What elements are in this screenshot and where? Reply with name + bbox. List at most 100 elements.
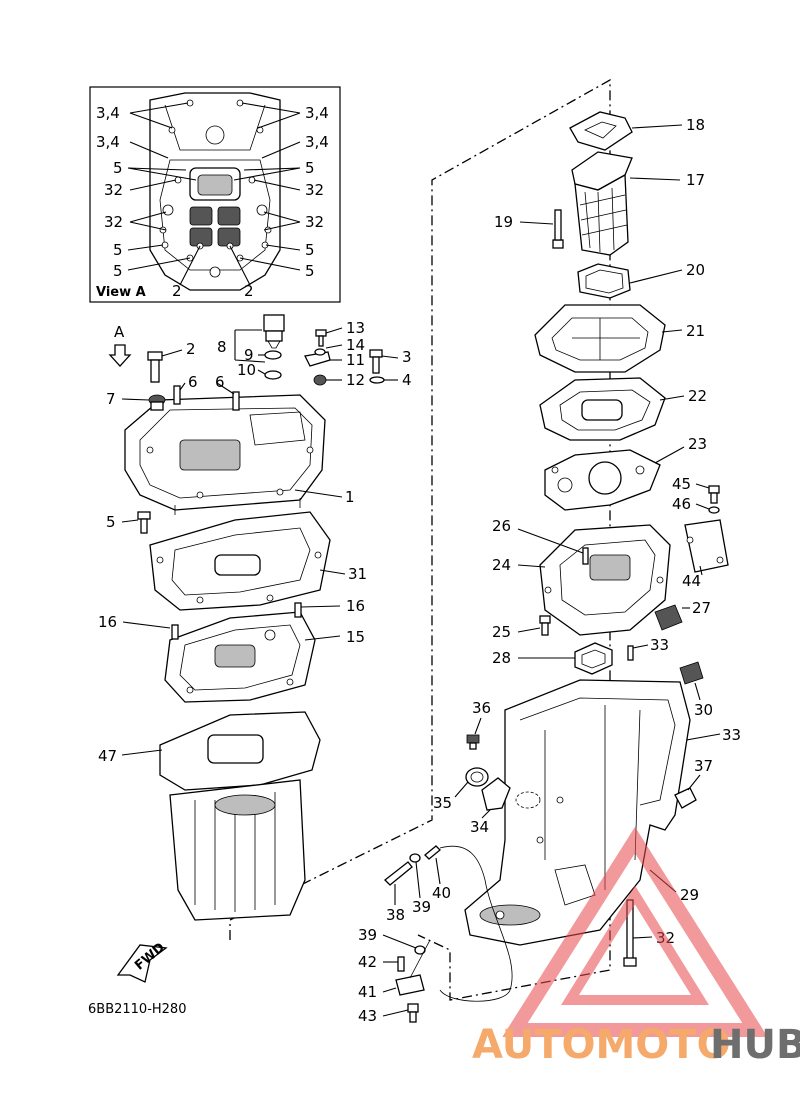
dowel-pin-part-6-right [232, 391, 240, 411]
view-callout-32-left-lower: 32 [104, 213, 123, 231]
bolt-part-43 [407, 1003, 419, 1023]
callout-16-right: 16 [346, 597, 365, 615]
oil-pan-top-part-24 [539, 524, 671, 636]
gasket-part-18 [569, 111, 633, 151]
callout-30: 30 [694, 701, 713, 719]
bolt-part-3 [369, 349, 383, 374]
fwd-label: FWD [132, 940, 168, 973]
seal-part-20 [577, 263, 631, 299]
view-arrow-label: A [114, 323, 125, 341]
callout-6-left: 6 [188, 373, 198, 391]
callout-19: 19 [494, 213, 513, 231]
callout-43: 43 [358, 1007, 377, 1025]
plug-part-7 [148, 394, 166, 411]
callout-11: 11 [346, 351, 365, 369]
view-callout-3-4-upper-left: 3,4 [96, 104, 120, 122]
view-callout-2-right: 2 [244, 282, 254, 300]
callout-20: 20 [686, 261, 705, 279]
o-ring-part-10 [264, 370, 282, 380]
clamp-part-39-upper [409, 853, 421, 863]
callout-31: 31 [348, 565, 367, 583]
bolt-part-45 [708, 485, 720, 504]
view-callout-5-right-upper: 5 [305, 159, 315, 177]
callout-17: 17 [686, 171, 705, 189]
callout-13: 13 [346, 319, 365, 337]
watermark-text-hub: HUB [710, 1022, 800, 1068]
bolt-part-13 [315, 329, 327, 347]
exhaust-guide-part-15 [164, 611, 316, 703]
callout-7: 7 [106, 390, 116, 408]
callout-33-lower: 33 [722, 726, 741, 744]
upper-case-part-29 [464, 679, 691, 946]
callout-29: 29 [680, 886, 699, 904]
damper-part-27 [654, 604, 683, 631]
callout-8: 8 [217, 338, 227, 356]
dowel-pin-part-6-left [173, 385, 181, 405]
dowel-pin-part-33-upper [627, 645, 634, 661]
watermark-text: AUTOMOTO HUB [472, 1022, 800, 1068]
callout-6-right: 6 [215, 373, 225, 391]
fwd-direction-arrow: FWD [116, 940, 168, 983]
dowel-pin-part-26 [582, 547, 589, 565]
watermark-logo [502, 826, 768, 1037]
view-callout-3-4-right: 3,4 [305, 133, 329, 151]
view-callout-32-right-lower: 32 [305, 213, 324, 231]
callout-14: 14 [346, 336, 365, 354]
sender-part-8 [263, 314, 285, 349]
bolt-part-42 [397, 956, 405, 972]
callout-9: 9 [244, 346, 254, 364]
seal-ring-part-28 [574, 642, 613, 675]
callout-40: 40 [432, 884, 451, 902]
washer-part-4 [369, 376, 385, 384]
washer-part-46 [708, 506, 720, 514]
bolt-part-36 [466, 734, 480, 750]
gasket-plate-part-23 [544, 449, 661, 511]
callout-44: 44 [682, 572, 701, 590]
callout-34: 34 [470, 818, 489, 836]
view-callout-5-right-mid: 5 [305, 241, 315, 259]
bolt-part-2 [147, 351, 163, 383]
dowel-pin-part-16-right [294, 602, 302, 618]
callout-10: 10 [237, 361, 256, 379]
callout-33-upper: 33 [650, 636, 669, 654]
bolt-part-19 [552, 209, 564, 249]
callout-38: 38 [386, 906, 405, 924]
callout-16-left: 16 [98, 613, 117, 631]
callout-37: 37 [694, 757, 713, 775]
gasket-part-31 [149, 511, 331, 611]
view-a-inset: 3,4 3,4 5 32 32 5 5 2 3,4 3,4 5 32 32 5 … [89, 86, 341, 303]
callout-25: 25 [492, 623, 511, 641]
callout-22: 22 [688, 387, 707, 405]
callout-35: 35 [433, 794, 452, 812]
view-callout-3-4-left: 3,4 [96, 133, 120, 151]
callout-24: 24 [492, 556, 511, 574]
view-callout-2-left: 2 [172, 282, 182, 300]
clip-part-37 [674, 787, 697, 809]
view-callout-5-left-lower: 5 [113, 262, 123, 280]
callout-18: 18 [686, 116, 705, 134]
callout-3: 3 [402, 348, 412, 366]
callout-42: 42 [358, 953, 377, 971]
callout-4: 4 [402, 371, 412, 389]
gasket-part-22 [539, 377, 666, 441]
callout-46: 46 [672, 495, 691, 513]
elbow-part-34 [481, 777, 541, 811]
callout-1: 1 [345, 488, 355, 506]
callout-23: 23 [688, 435, 707, 453]
watermark-triangle-inner [561, 885, 709, 1005]
view-a-label: View A [96, 285, 146, 300]
view-callout-32-left-upper: 32 [104, 181, 123, 199]
callout-15: 15 [346, 628, 365, 646]
callout-41: 41 [358, 983, 377, 1001]
grommet-part-30 [679, 661, 704, 685]
drawing-code: 6BB2110-H280 [88, 1002, 186, 1017]
grommet-part-12 [313, 374, 327, 386]
callout-45: 45 [672, 475, 691, 493]
strainer-part-17 [571, 151, 633, 256]
callout-39-lower: 39 [358, 926, 377, 944]
view-callout-32-right-upper: 32 [305, 181, 324, 199]
callout-5: 5 [106, 513, 116, 531]
fitting-part-38 [384, 861, 413, 886]
